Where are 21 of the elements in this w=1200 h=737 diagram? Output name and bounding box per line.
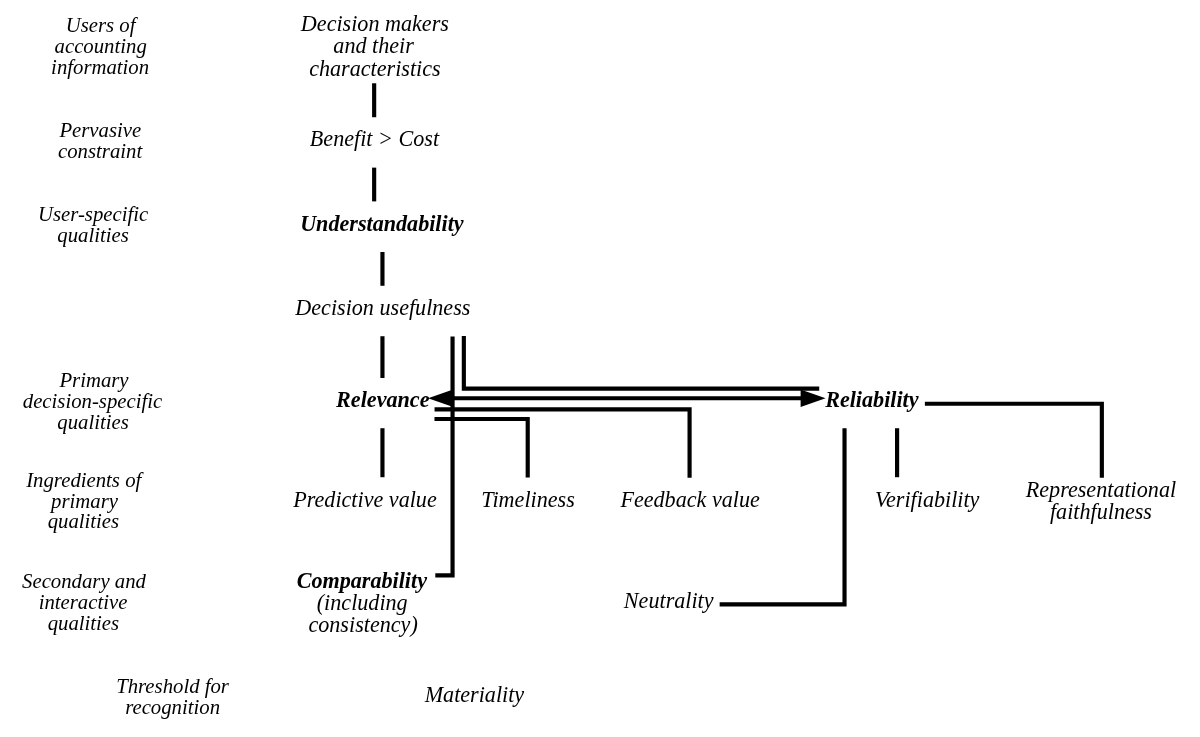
node-text: Comparability (including consistency) — [296, 567, 427, 637]
node-text: Representational faithfulness — [1025, 476, 1177, 525]
node-text: Timeliness — [481, 486, 575, 512]
node-text: Verifiability — [874, 486, 980, 512]
node-text: Materiality — [424, 682, 525, 708]
label: Primary decision-specific qualities — [22, 369, 163, 433]
node-text: Reliability — [825, 386, 919, 412]
node-text: Decision usefulness — [295, 294, 471, 320]
label: Pervasive constraint — [58, 118, 143, 162]
node-text: Decision makers and their characteristics — [300, 11, 449, 81]
label: Ingredients of primary qualities — [26, 468, 142, 533]
label: Secondary and interactive qualities — [22, 570, 146, 634]
node-text: Benefit > Cost — [309, 126, 440, 152]
label: Users of accounting information — [51, 14, 150, 78]
node-text: Neutrality — [623, 588, 714, 614]
node-text: Relevance — [336, 386, 430, 412]
label: Threshold for recognition — [116, 674, 229, 718]
node-text: Understandability — [300, 210, 464, 236]
node-text: Predictive value — [293, 486, 437, 512]
label: User-specific qualities — [37, 203, 149, 246]
node-text: Feedback value — [620, 486, 760, 512]
